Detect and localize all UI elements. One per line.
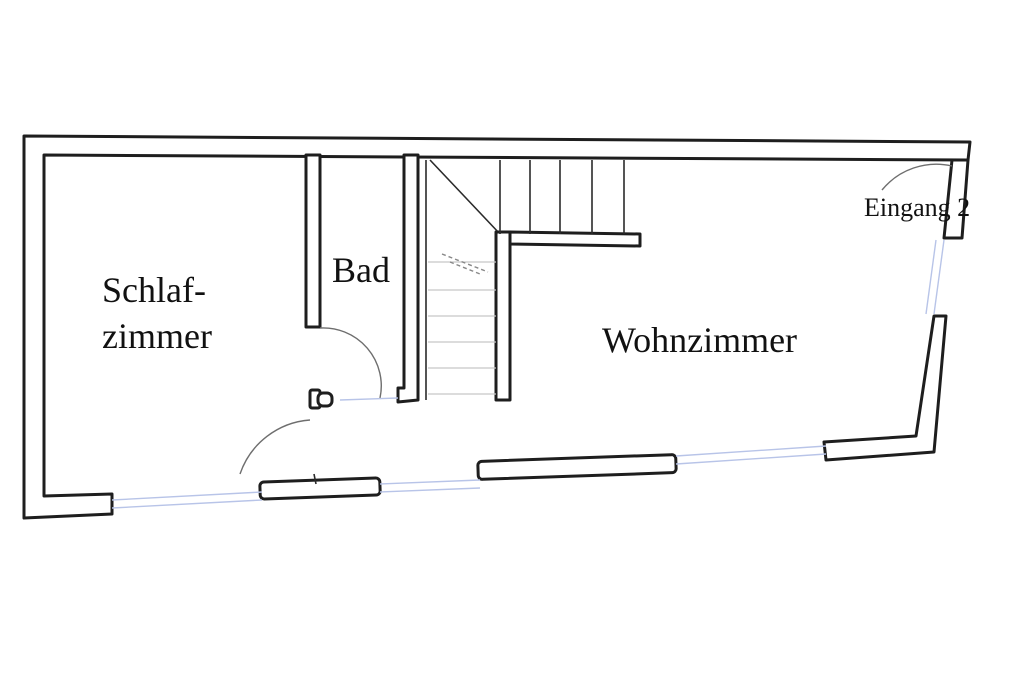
room-label-bedroom-line2: zimmer	[102, 316, 212, 356]
room-label-living-room: Wohnzimmer	[602, 320, 797, 360]
staircase	[425, 159, 642, 402]
outer-wall-left	[22, 134, 972, 520]
bottom-wall-segment-2	[476, 453, 678, 481]
bottom-windows	[111, 445, 827, 509]
entrance-door-swing	[881, 163, 953, 191]
outer-wall-right	[942, 158, 970, 240]
bottom-wall-segment-1	[258, 476, 382, 501]
room-label-bedroom-line1: Schlaf-	[102, 270, 206, 310]
bath-door-swing	[319, 327, 382, 399]
right-window	[925, 239, 945, 315]
outer-wall-right-lower	[822, 314, 948, 462]
partition-bedroom-bath	[304, 153, 322, 329]
bedroom-door-swing	[239, 419, 311, 475]
toilet-icon	[308, 388, 334, 410]
room-label-bath: Bad	[332, 250, 390, 290]
entrance-label: Eingang 2	[864, 193, 970, 222]
partition-bath-stairs	[396, 153, 420, 404]
